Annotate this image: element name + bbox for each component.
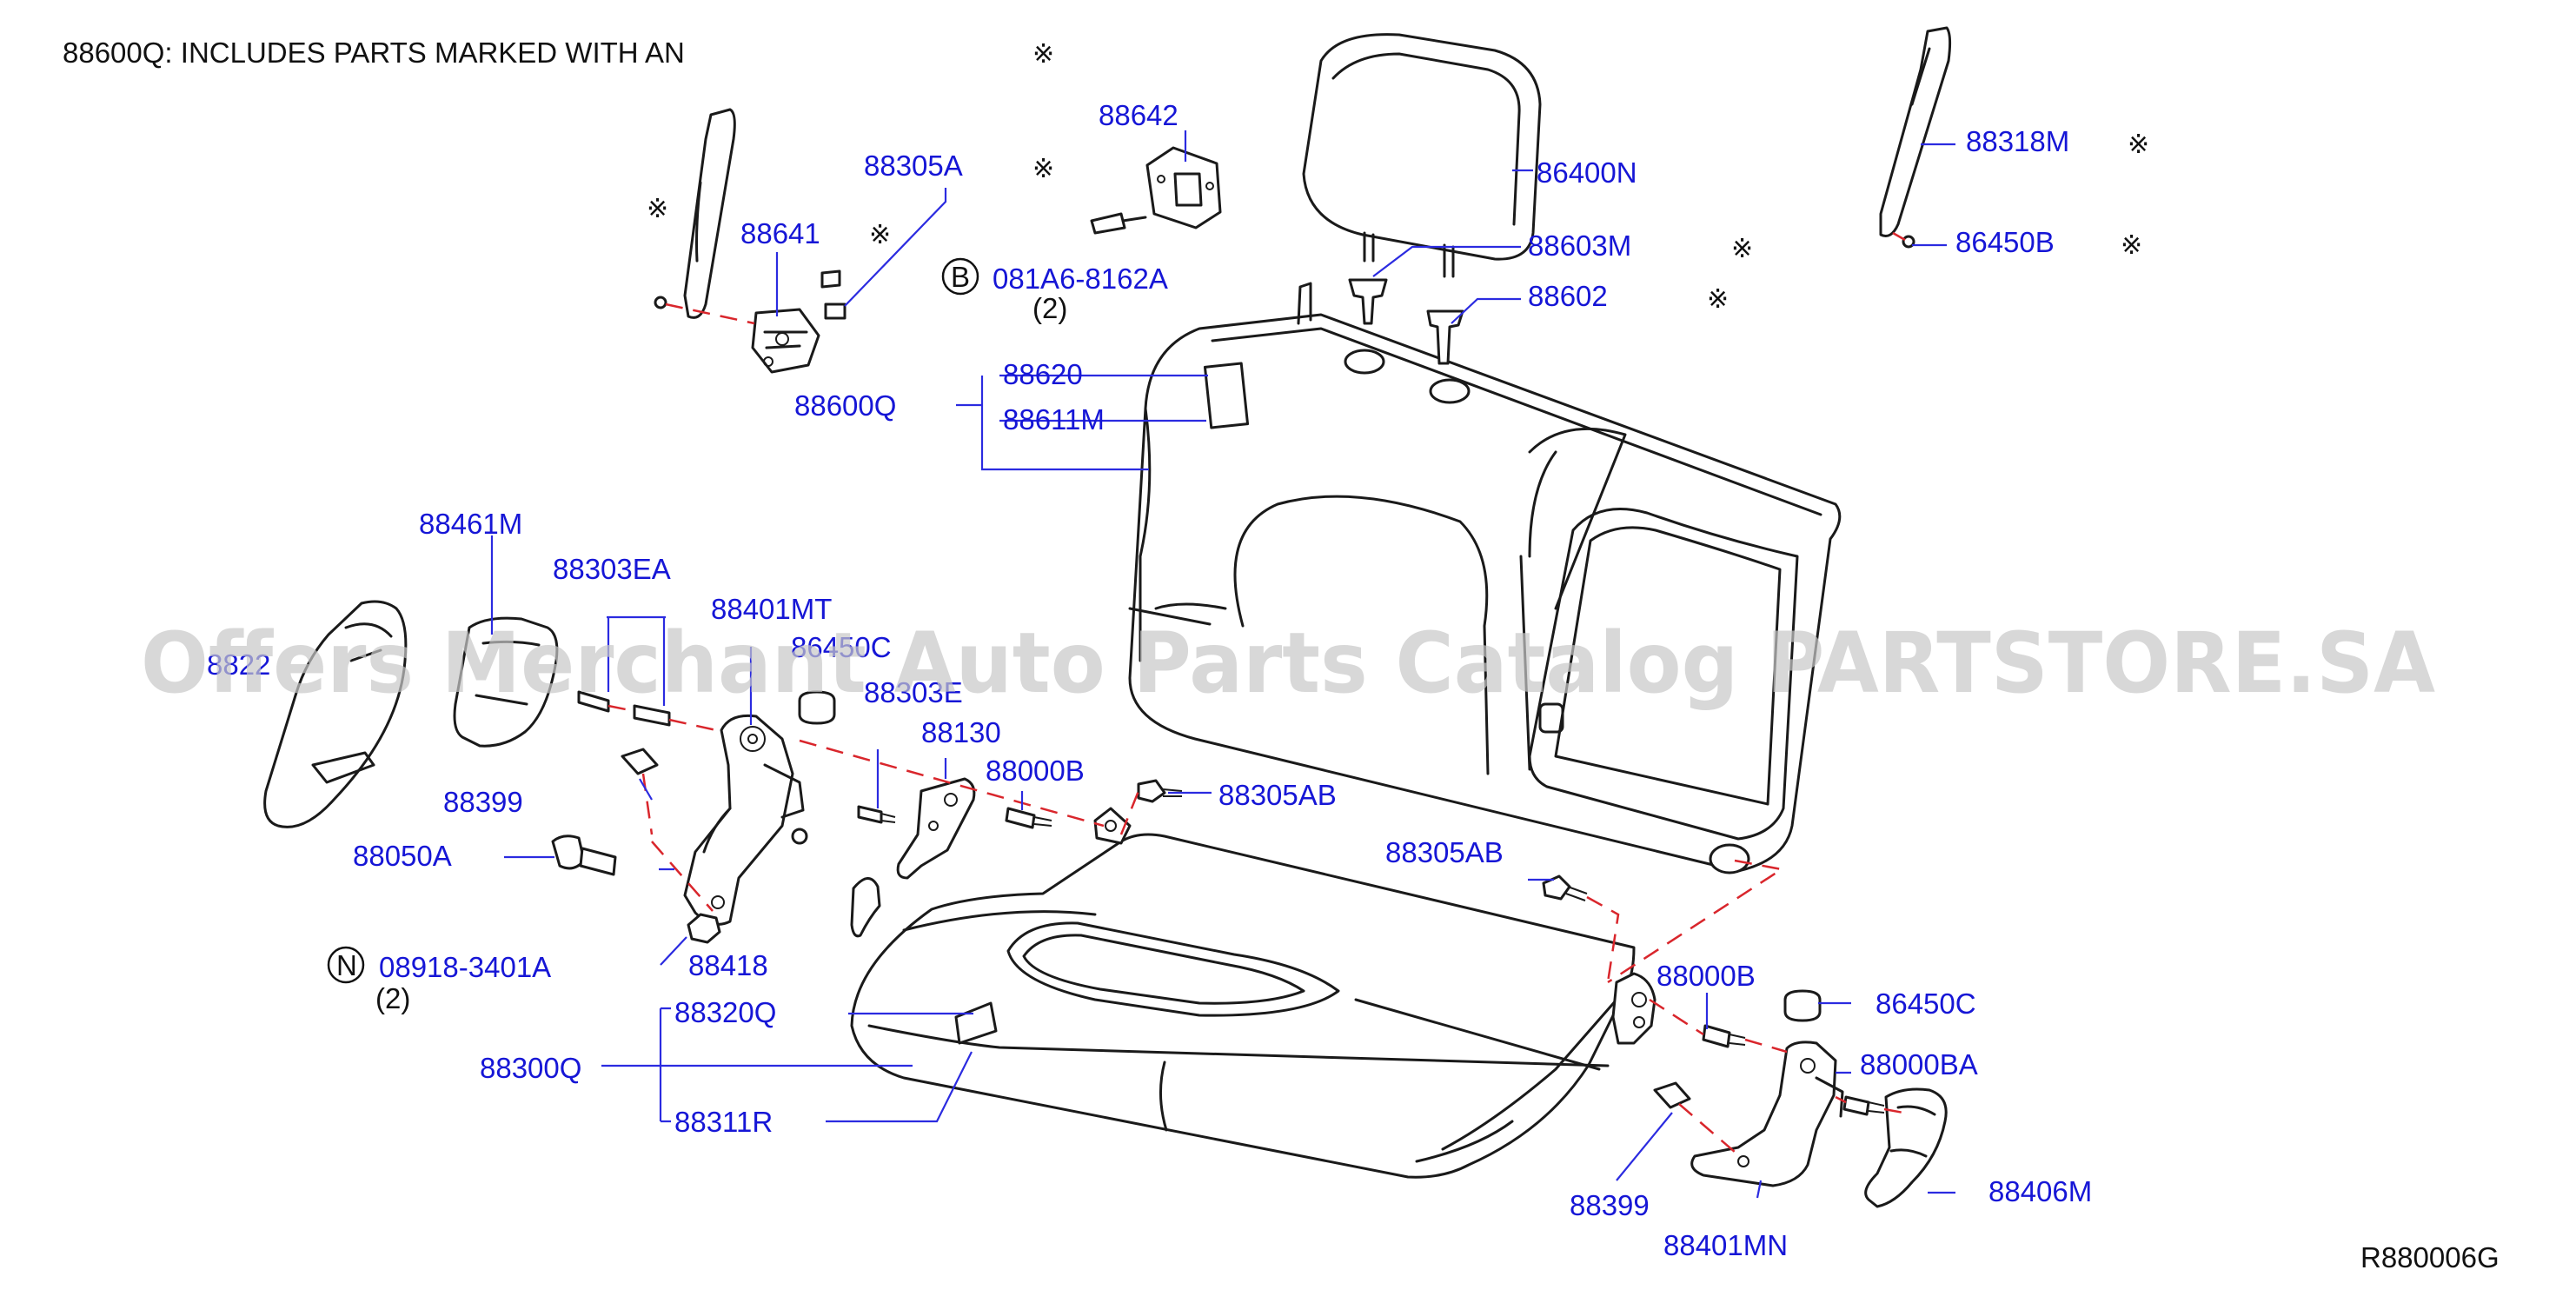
- bracket-88000B-right: [1611, 972, 1656, 1045]
- leader-lines: [490, 130, 1955, 1199]
- watermark: Offers Merchant Auto Parts Catalog PARTS…: [141, 615, 2435, 712]
- mark-88318M: ※: [2128, 130, 2149, 160]
- label-88642: 88642: [1099, 99, 1178, 131]
- bolt-88000BA: [1842, 1095, 1885, 1116]
- note-mark: ※: [1032, 39, 1054, 70]
- label-88399-left: 88399: [443, 786, 523, 818]
- label-88130: 88130: [921, 716, 1001, 748]
- bolt-88305AB-top: [1137, 779, 1183, 803]
- nut-88418: [687, 913, 721, 944]
- seat-back: [1128, 282, 1842, 874]
- label-88305AB-top: 88305AB: [1218, 779, 1337, 811]
- label-88320Q: 88320Q: [674, 996, 776, 1028]
- cap-86450C-top: [798, 690, 836, 725]
- label-88401MT: 88401MT: [711, 593, 832, 625]
- label-88399-right: 88399: [1570, 1189, 1650, 1221]
- mark-88641: ※: [869, 220, 891, 250]
- label-88318M: 88318M: [1966, 125, 2069, 157]
- drawing-code: R880006G: [2360, 1241, 2500, 1273]
- side-cover-8822x: [263, 600, 408, 828]
- label-88401MN: 88401MN: [1663, 1229, 1788, 1261]
- label-88406M: 88406M: [1988, 1175, 2092, 1207]
- circle-b-marker: [941, 257, 979, 296]
- bolt-88305AB-right: [1542, 874, 1588, 901]
- label-08918-3401A: 08918-3401A: [379, 951, 551, 983]
- label-88602: 88602: [1528, 280, 1608, 312]
- hinge-88642: [1090, 146, 1222, 235]
- label-86400N: 86400N: [1537, 156, 1637, 189]
- label-88303EA: 88303EA: [553, 553, 671, 585]
- headrest-guide-left: [1348, 278, 1388, 325]
- label-88305AB-right: 88305AB: [1385, 836, 1504, 868]
- qty-081A6-8162A: (2): [1032, 292, 1067, 324]
- label-88050A: 88050A: [353, 840, 452, 872]
- bolt-88050A: [551, 835, 617, 876]
- label-88418: 88418: [688, 949, 768, 981]
- label-88600Q: 88600Q: [794, 389, 896, 422]
- label-88611M: 88611M: [1003, 403, 1105, 436]
- label-081A6-8162A: 081A6-8162A: [993, 263, 1168, 295]
- bolts-88303EA: [577, 690, 748, 739]
- circle-b-letter: B: [951, 261, 970, 293]
- headrest: [1302, 33, 1542, 278]
- mark-88603M: ※: [1731, 234, 1753, 264]
- nut-88399-right: [1653, 1081, 1691, 1109]
- label-88641: 88641: [740, 217, 820, 249]
- label-88603M: 88603M: [1528, 229, 1631, 262]
- bracket-88130: [896, 777, 976, 880]
- label-8822: 8822: [207, 648, 270, 681]
- label-88000BA: 88000BA: [1860, 1048, 1978, 1081]
- mark-belt-guide-left: ※: [647, 194, 668, 224]
- bracket-88401MN: [1690, 1041, 1844, 1187]
- bolt-88303E: [857, 805, 896, 824]
- belt-guide-left: [654, 108, 846, 374]
- mark-88305A: ※: [1032, 154, 1054, 184]
- headrest-guide-right: [1426, 309, 1464, 365]
- mark-86450B: ※: [2121, 230, 2142, 261]
- label-86450C-top: 86450C: [791, 631, 892, 663]
- mark-88602: ※: [1707, 284, 1729, 315]
- label-88303E: 88303E: [864, 676, 963, 708]
- parts-note: 88600Q: INCLUDES PARTS MARKED WITH AN: [63, 37, 685, 69]
- label-88461M: 88461M: [419, 508, 522, 540]
- qty-08918-3401A: (2): [375, 982, 410, 1014]
- circle-n-letter: N: [336, 949, 357, 981]
- label-88311R: 88311R: [674, 1106, 773, 1138]
- belt-guide-right: [1879, 26, 1952, 249]
- bolt-88000B-right: [1702, 1024, 1746, 1048]
- label-88300Q: 88300Q: [480, 1052, 581, 1084]
- label-88000B-right: 88000B: [1656, 960, 1756, 992]
- label-88620: 88620: [1003, 358, 1083, 390]
- label-86450C-right: 86450C: [1876, 987, 1976, 1020]
- nut-88399-left: [621, 748, 659, 835]
- side-trim-88461M: [453, 616, 559, 748]
- hook-part: [850, 877, 881, 938]
- part-labels: 88642 88305A ※ ※ 88641 ※ B 081A6-8162A (…: [207, 99, 2149, 1261]
- label-88000B-top: 88000B: [986, 755, 1085, 787]
- seat-cushion: [850, 807, 1636, 1179]
- side-cover-88406M: [1864, 1087, 1948, 1208]
- cap-86450C-right: [1783, 989, 1822, 1022]
- bolt-88000B-top: [1005, 807, 1052, 829]
- label-88305A: 88305A: [864, 150, 963, 182]
- bracket-88401MT: [683, 714, 808, 926]
- circle-n-marker: [327, 946, 365, 984]
- label-86450B: 86450B: [1955, 226, 2055, 258]
